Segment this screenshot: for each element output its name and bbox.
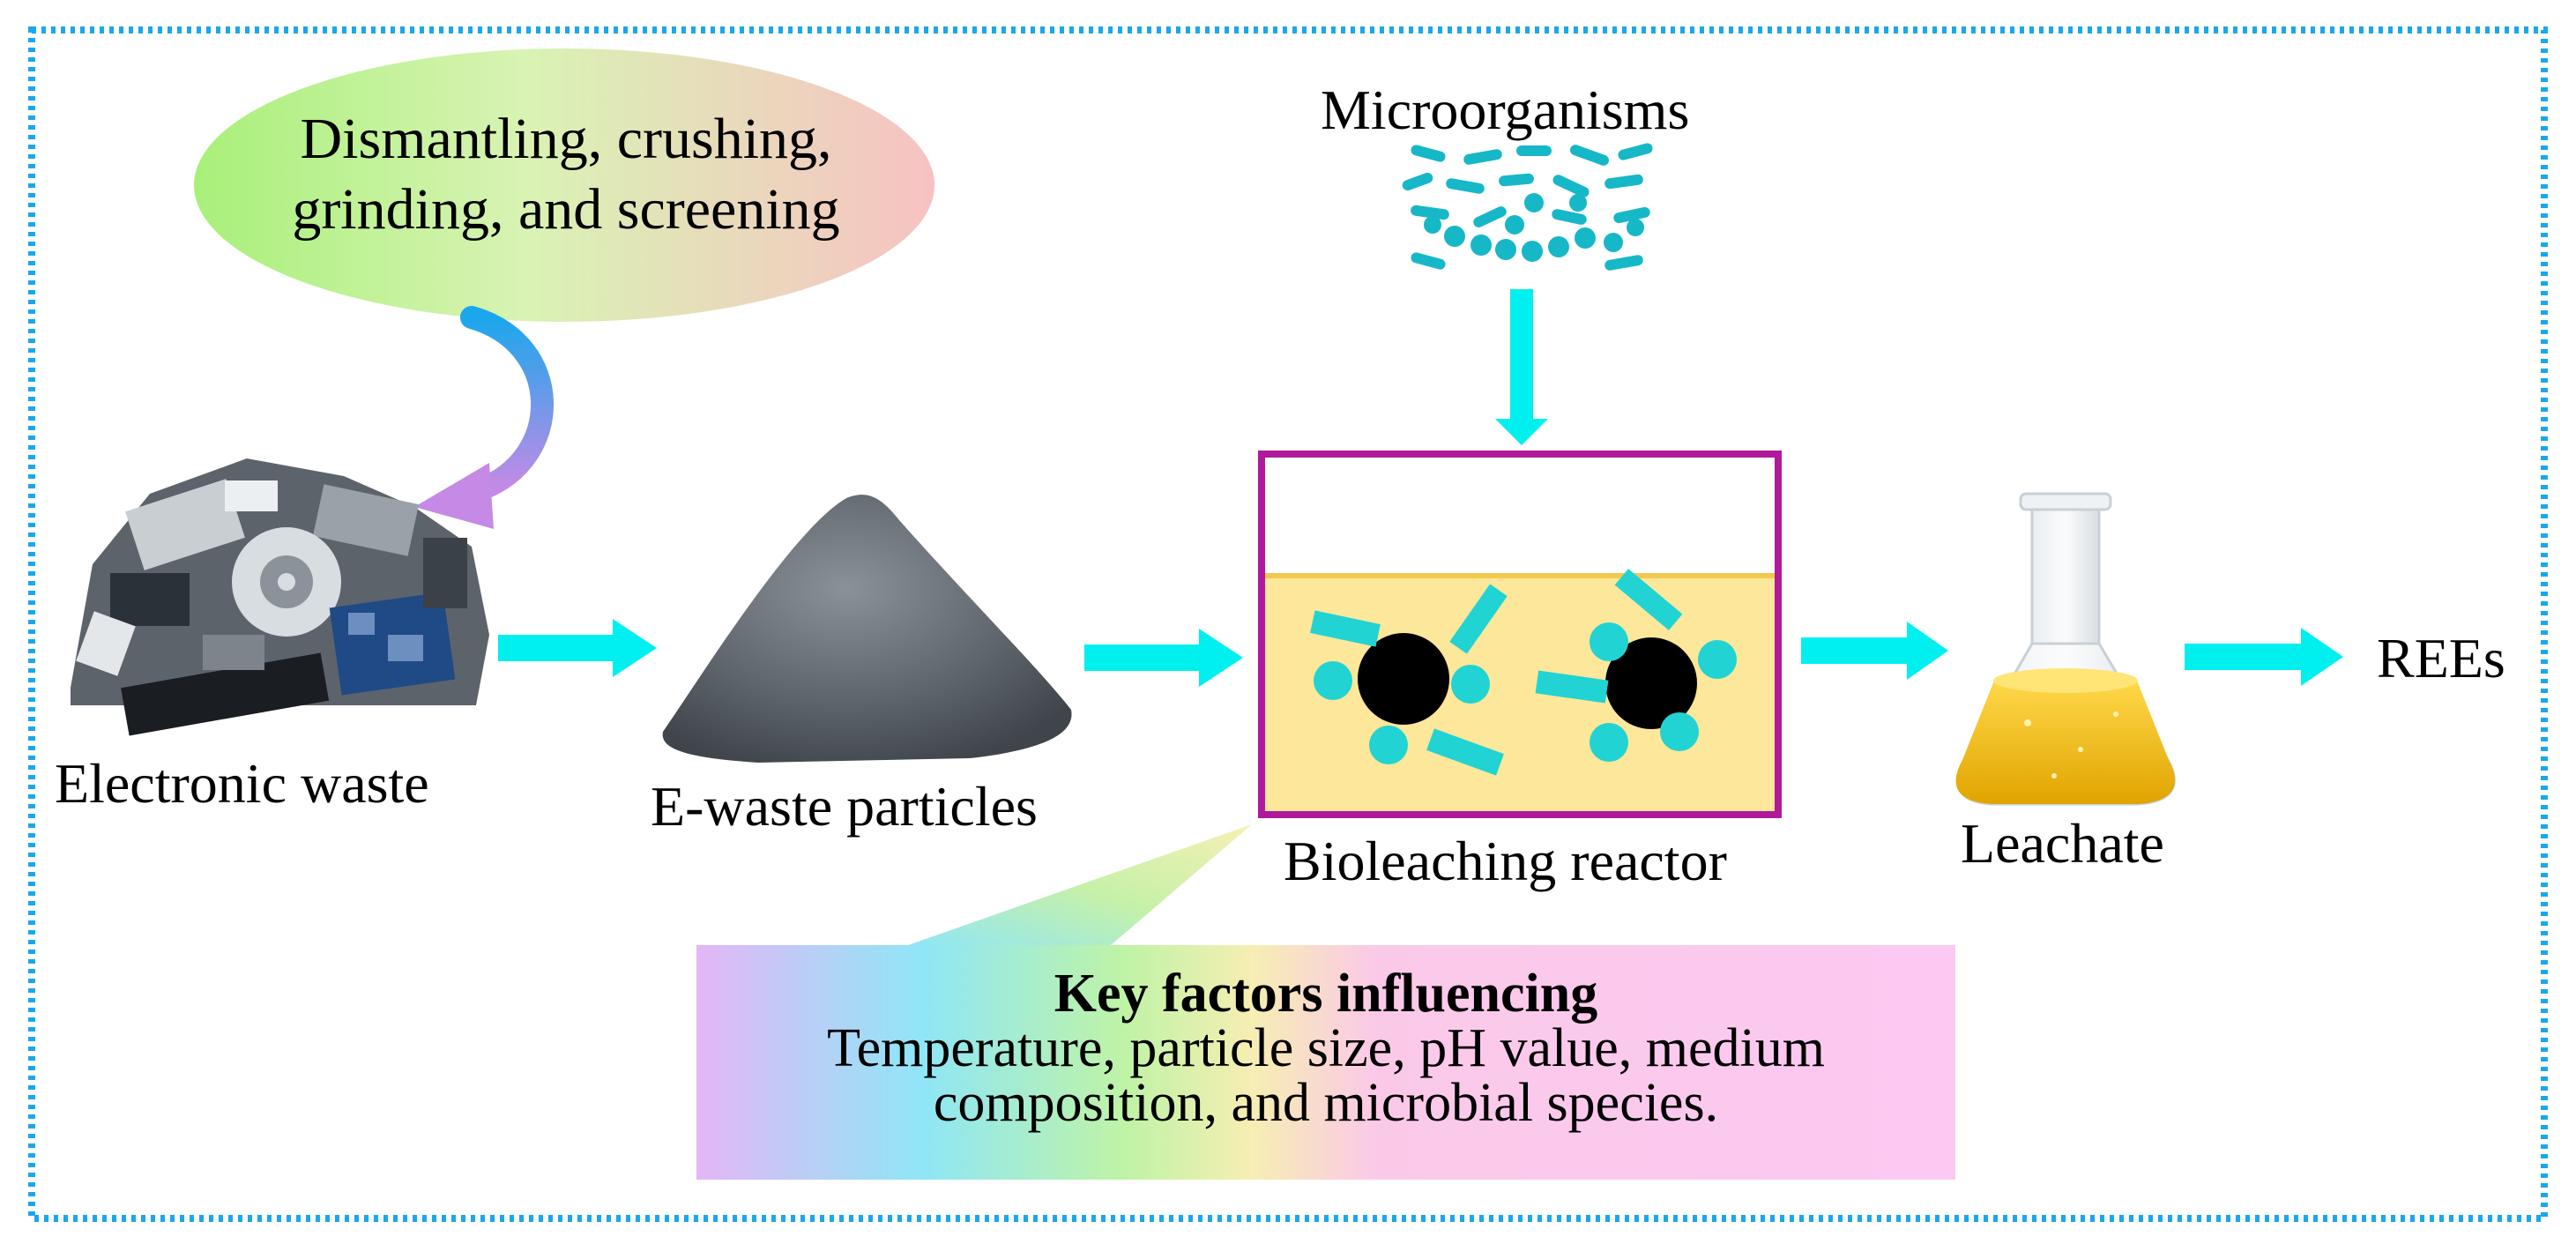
process-ellipse bbox=[194, 48, 934, 322]
bioleaching-reactor-label: Bioleaching reactor bbox=[1284, 830, 1727, 892]
microorganisms-image bbox=[1402, 143, 1653, 271]
microorganisms-label: Microorganisms bbox=[1321, 78, 1690, 141]
electronic-waste-image bbox=[71, 458, 489, 736]
key-factors-line1: Temperature, particle size, pH value, me… bbox=[827, 1018, 1825, 1078]
key-factors-callout-pointer bbox=[908, 824, 1252, 945]
arrow-4 bbox=[2185, 628, 2343, 686]
ewaste-particles-image bbox=[662, 495, 1072, 763]
arrow-2 bbox=[1084, 629, 1243, 687]
process-step-line1: Dismantling, crushing, bbox=[300, 107, 832, 171]
arrow-1 bbox=[498, 619, 657, 677]
arrow-microbes-down bbox=[1495, 289, 1548, 445]
leachate-label: Leachate bbox=[1961, 812, 2164, 875]
process-step-line2: grinding, and screening bbox=[292, 177, 840, 242]
process-step-label: Dismantling, crushing, grinding, and scr… bbox=[231, 104, 901, 245]
outer-border bbox=[28, 26, 2548, 1222]
curved-arrow bbox=[414, 306, 554, 529]
leachate-flask-image bbox=[1955, 492, 2176, 806]
rees-label: REEs bbox=[2377, 627, 2505, 689]
ewaste-particles-label: E-waste particles bbox=[651, 775, 1038, 838]
key-factors-title: Key factors influencing bbox=[1053, 964, 1598, 1024]
electronic-waste-label: Electronic waste bbox=[55, 752, 429, 815]
key-factors-text: Key factors influencing Temperature, par… bbox=[696, 966, 1955, 1130]
key-factors-box bbox=[696, 945, 1955, 1180]
bioleaching-reactor bbox=[1258, 451, 1782, 818]
arrow-3 bbox=[1801, 622, 1948, 680]
key-factors-line2: composition, and microbial species. bbox=[933, 1073, 1719, 1133]
